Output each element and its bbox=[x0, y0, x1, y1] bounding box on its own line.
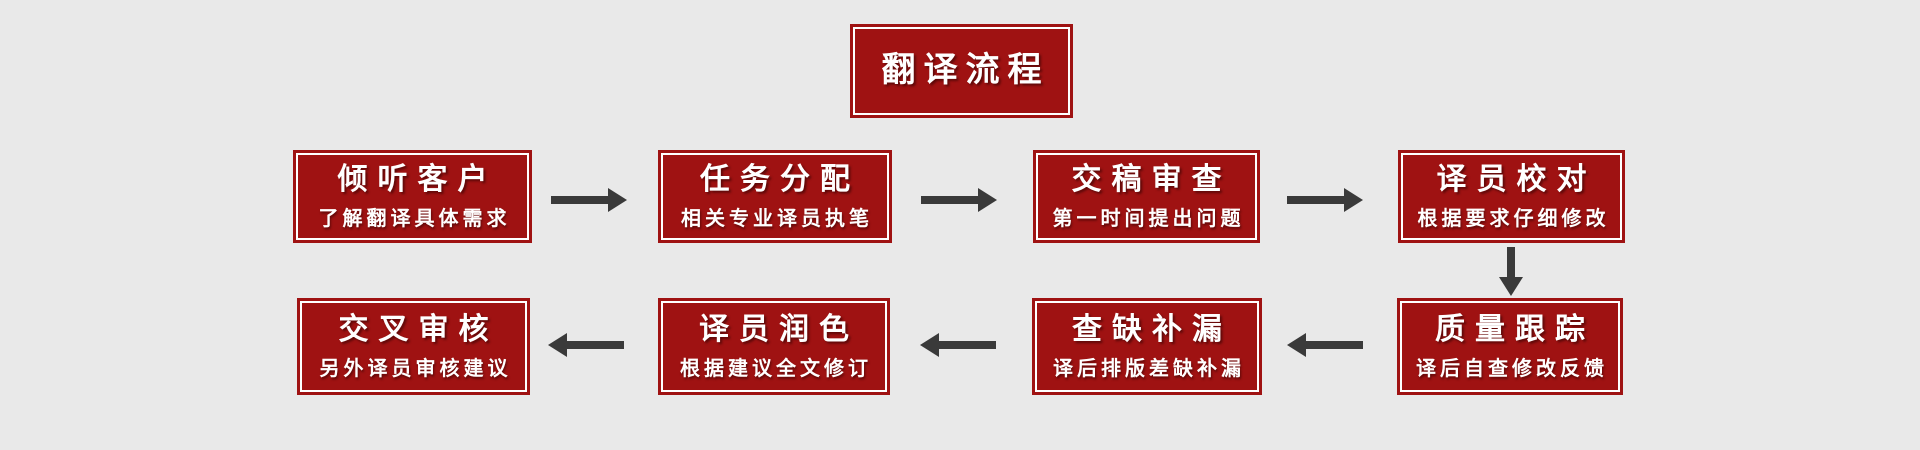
flow-step-8: 交叉审核 另外译员审核建议 bbox=[297, 298, 530, 395]
arrow-left-icon bbox=[548, 333, 624, 357]
step-title: 译员校对 bbox=[1436, 161, 1597, 197]
flowchart-title: 翻译流程 bbox=[881, 50, 1050, 91]
step-subtitle: 了解翻译具体需求 bbox=[318, 205, 511, 230]
step-title: 任务分配 bbox=[700, 161, 860, 197]
step-title: 交叉审核 bbox=[338, 311, 499, 347]
flow-step-6: 查缺补漏 译后排版差缺补漏 bbox=[1032, 298, 1262, 395]
arrow-left-icon bbox=[1287, 333, 1363, 357]
arrow-down-icon bbox=[1499, 247, 1523, 296]
flow-step-7: 译员润色 根据建议全文修订 bbox=[658, 298, 890, 395]
step-title: 查缺补漏 bbox=[1072, 311, 1232, 347]
step-title: 质量跟踪 bbox=[1435, 311, 1595, 347]
step-subtitle: 另外译员审核建议 bbox=[319, 355, 512, 380]
arrow-right-icon bbox=[921, 188, 997, 212]
flow-step-5: 质量跟踪 译后自查修改反馈 bbox=[1397, 298, 1623, 395]
step-subtitle: 根据建议全文修订 bbox=[680, 355, 872, 380]
flowchart-title-box: 翻译流程 bbox=[850, 24, 1073, 118]
flow-step-2: 任务分配 相关专业译员执笔 bbox=[658, 150, 892, 243]
step-subtitle: 相关专业译员执笔 bbox=[681, 205, 873, 230]
arrow-right-icon bbox=[551, 188, 627, 212]
flow-step-3: 交稿审查 第一时间提出问题 bbox=[1033, 150, 1260, 243]
arrow-right-icon bbox=[1287, 188, 1363, 212]
step-subtitle: 译后自查修改反馈 bbox=[1416, 355, 1608, 380]
arrow-left-icon bbox=[920, 333, 996, 357]
step-title: 倾听客户 bbox=[337, 161, 498, 197]
flow-step-1: 倾听客户 了解翻译具体需求 bbox=[293, 150, 532, 243]
step-subtitle: 根据要求仔细修改 bbox=[1417, 205, 1610, 230]
step-subtitle: 第一时间提出问题 bbox=[1052, 205, 1245, 230]
step-title: 译员润色 bbox=[699, 311, 859, 347]
flow-step-4: 译员校对 根据要求仔细修改 bbox=[1398, 150, 1625, 243]
step-title: 交稿审查 bbox=[1071, 161, 1232, 197]
step-subtitle: 译后排版差缺补漏 bbox=[1053, 355, 1245, 380]
